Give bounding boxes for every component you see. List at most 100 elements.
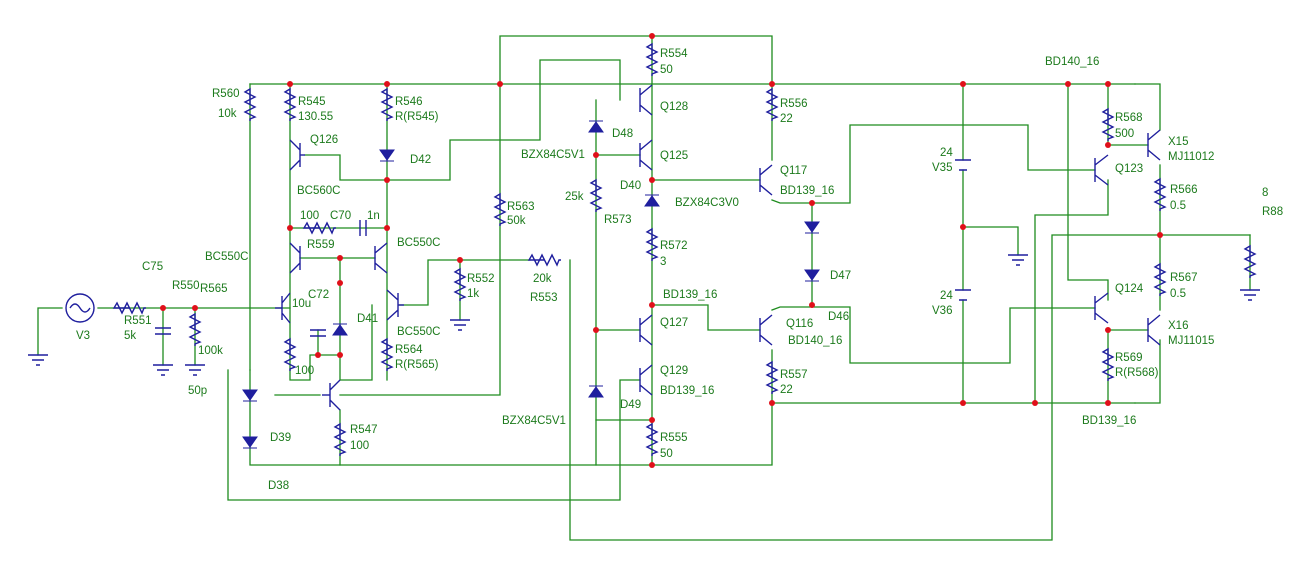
label-bd140-q116: BD140_16: [788, 335, 842, 347]
transistor-q129: [639, 364, 653, 396]
ground-r552: [450, 319, 470, 331]
battery-v36: [955, 289, 971, 301]
label-r569: R569: [1115, 352, 1143, 364]
source-v3: [65, 293, 95, 323]
diode-d42: [379, 149, 395, 162]
label-d42: D42: [410, 154, 431, 166]
label-r565: R565: [200, 283, 228, 295]
wire-q124: [1067, 83, 1109, 301]
label-q116: Q116: [786, 318, 813, 330]
diode-d41: [332, 323, 348, 336]
label-v35-val: 24: [940, 147, 953, 159]
wire-x15: [1134, 83, 1161, 131]
junction-nodes: [160, 33, 1163, 468]
label-bd139-q127: BD139_16: [663, 289, 717, 301]
diode-d47b: [804, 269, 820, 282]
transistor-q-right-pair: [374, 242, 388, 274]
label-bc550c-right: BC550C: [397, 237, 440, 249]
label-r566-val: 0.5: [1170, 200, 1186, 212]
label-bd139-q129: BD139_16: [660, 385, 714, 397]
label-q117: Q117: [780, 165, 807, 177]
label-r563: R563: [507, 201, 535, 213]
label-mj11012: MJ11012: [1168, 151, 1214, 163]
label-v3: V3: [76, 330, 90, 342]
label-r547-val: 100: [350, 440, 369, 452]
label-r88: R88: [1262, 206, 1283, 218]
wire-q126: [304, 59, 621, 181]
label-bzx-top: BZX84C5V1: [521, 149, 585, 161]
label-r556-val: 22: [780, 113, 793, 125]
wire-c72: [339, 257, 373, 381]
wire-input: [37, 307, 63, 356]
wire-gnd-mid: [962, 226, 1019, 256]
wire-d38: [249, 369, 773, 466]
label-r556: R556: [780, 98, 808, 110]
ground-r88: [1240, 289, 1260, 301]
label-r553: R553: [530, 292, 558, 304]
ground-c75: [153, 364, 173, 376]
label-r555: R555: [660, 432, 688, 444]
label-r100: 100: [295, 365, 314, 377]
label-r88-val: 8: [1262, 187, 1268, 199]
diode-d48: [588, 120, 604, 133]
label-c75: C75: [142, 261, 163, 273]
label-v36-val: 24: [940, 290, 953, 302]
label-q127: Q127: [660, 317, 688, 329]
components: [28, 43, 1260, 457]
wire-q-ccs: [227, 369, 641, 501]
label-bc560c: BC560C: [297, 185, 340, 197]
label-q123: Q123: [1115, 163, 1143, 175]
label-x15: X15: [1168, 136, 1188, 148]
wire-q116-base: [651, 304, 761, 331]
wire-q117-e: [771, 124, 1096, 204]
label-r553-val: 20k: [533, 273, 552, 285]
label-r557: R557: [780, 369, 808, 381]
label-v36: V36: [932, 305, 952, 317]
capacitor-c72: [310, 329, 326, 337]
label-d47: D47: [830, 270, 851, 282]
transistor-q128: [639, 84, 653, 116]
label-d49: D49: [620, 399, 641, 411]
label-50p: 50p: [188, 385, 207, 397]
label-bd140-top: BD140_16: [1045, 56, 1099, 68]
diode-d38: [242, 436, 258, 449]
transistor-q117: [759, 164, 773, 196]
label-d48: D48: [612, 128, 633, 140]
label-r547: R547: [350, 424, 378, 436]
diode-d49: [588, 385, 604, 398]
transistor-x16: [1147, 314, 1161, 346]
label-d39: D39: [270, 432, 291, 444]
wire-x16: [1134, 339, 1161, 404]
diodes: [242, 120, 820, 449]
label-r566: R566: [1170, 184, 1198, 196]
transistor-q125: [639, 139, 653, 171]
label-r546-val: R(R545): [395, 111, 439, 123]
label-100k: 100k: [198, 345, 223, 357]
transistor-q127: [639, 314, 653, 346]
transistor-q124: [1094, 292, 1109, 324]
label-r554: R554: [660, 48, 688, 60]
label-r567: R567: [1170, 272, 1198, 284]
labels: R560 10k R545 130.55 R546 R(R545) Q126 B…: [76, 48, 1283, 492]
label-bzx-mid: BZX84C3V0: [675, 197, 739, 209]
label-r573-val: 25k: [565, 191, 584, 203]
label-r70-val: 100: [300, 210, 319, 222]
label-d41: D41: [357, 313, 378, 325]
label-bd139-bottom: BD139_16: [1082, 415, 1136, 427]
label-r564-val: R(R565): [395, 359, 439, 371]
label-r564: R564: [395, 344, 423, 356]
battery-v35: [955, 159, 971, 171]
label-mj11015: MJ11015: [1168, 335, 1214, 347]
label-r551-val: 5k: [124, 330, 136, 342]
ground-mid: [1008, 254, 1028, 266]
label-r569-val: R(R568): [1115, 367, 1159, 379]
label-r552: R552: [467, 273, 495, 285]
wire-q116-e: [771, 306, 1096, 364]
label-q128: Q128: [660, 101, 688, 113]
label-d40: D40: [620, 180, 641, 192]
label-v35: V35: [932, 162, 952, 174]
label-r555-val: 50: [660, 448, 673, 460]
label-r554-val: 50: [660, 64, 673, 76]
diode-d39: [242, 389, 258, 402]
